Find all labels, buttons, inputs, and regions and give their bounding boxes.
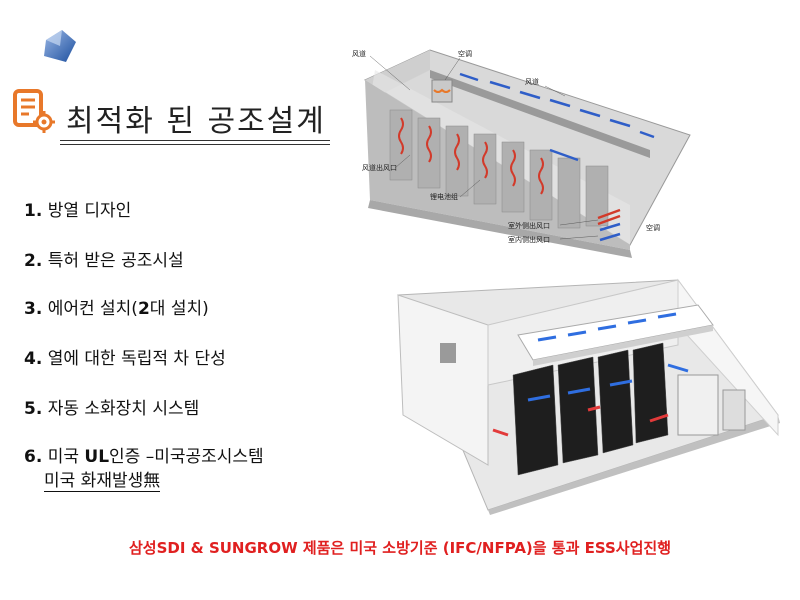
label-duct-2: 风道 <box>525 77 539 86</box>
list-item: 4. 열에 대한 독립적 차 단성 <box>24 349 226 369</box>
list-item: 1. 방열 디자인 <box>24 201 132 221</box>
label-outdoor-outlet: 室外侧出风口 <box>508 221 550 230</box>
label-ac-2: 空调 <box>646 223 660 232</box>
label-battery: 锂电池组 <box>430 192 458 201</box>
list-item-line2: 미국 화재발생無 <box>44 471 161 492</box>
label-duct: 风道 <box>352 49 366 58</box>
container-interior-render <box>397 278 780 515</box>
label-indoor-outlet: 室内侧出风口 <box>508 235 550 244</box>
document-gear-icon <box>13 89 55 133</box>
list-item: 3. 에어컨 설치(2대 설치) <box>24 299 209 319</box>
list-item: 2. 특허 받은 공조시설 <box>24 251 184 271</box>
label-ac: 空调 <box>458 49 472 58</box>
logo-icon <box>44 30 76 62</box>
footer-notice: 삼성SDI & SUNGROW 제품은 미국 소방기준 (IFC/NFPA)을 … <box>128 539 672 557</box>
list-item: 6. 미국 UL인증 –미국공조시스템 <box>24 447 264 467</box>
page-title: 최적화 된 공조설계 <box>66 104 326 139</box>
airflow-diagram-top: 风道 空调 风道 风道出风口 锂电池组 室外侧出风口 室内侧出风口 空调 <box>352 49 691 258</box>
title-underline <box>60 140 330 141</box>
label-outlet: 风道出风口 <box>362 163 397 172</box>
title-underline-2 <box>60 144 330 145</box>
list-item: 5. 자동 소화장치 시스템 <box>24 399 200 419</box>
